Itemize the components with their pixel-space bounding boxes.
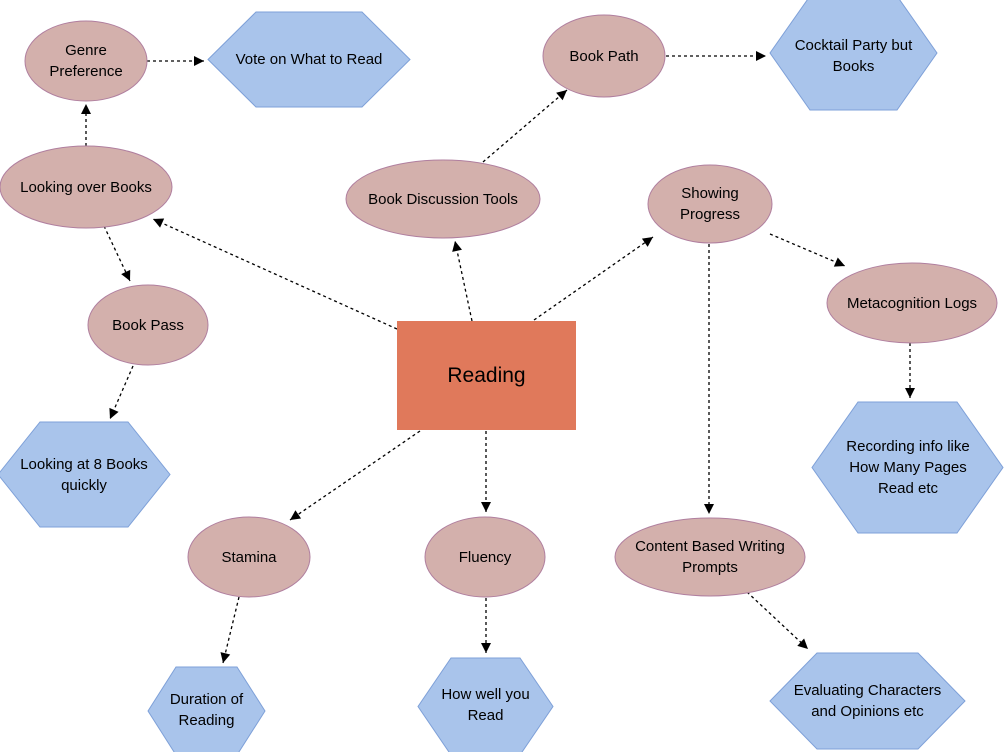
node-book-path[interactable] (542, 14, 666, 98)
node-looking-at-8-books-quickly[interactable] (0, 421, 171, 528)
node-metacognition-logs[interactable] (826, 262, 998, 344)
edge-book-pass-to-looking-at-8-books[interactable] (109, 365, 134, 420)
node-content-based-writing-prompts[interactable] (614, 517, 806, 597)
edge-content-prompts-to-evaluating[interactable] (746, 591, 809, 650)
node-reading[interactable] (397, 321, 576, 430)
node-looking-over-books[interactable] (0, 145, 173, 229)
node-book-discussion-tools[interactable] (345, 159, 541, 239)
node-showing-progress[interactable] (647, 164, 773, 244)
node-how-well-you-read[interactable] (417, 657, 554, 752)
node-recording-info[interactable] (811, 401, 1004, 534)
edge-showing-progress-to-metacognition-logs[interactable] (769, 233, 846, 267)
node-vote-on-what-to-read[interactable] (207, 11, 411, 108)
edge-stamina-to-duration[interactable] (220, 596, 240, 664)
edge-reading-to-looking-over-books[interactable] (152, 218, 398, 330)
node-genre-preference[interactable] (24, 20, 148, 102)
node-fluency[interactable] (424, 516, 546, 598)
edge-looking-over-books-to-book-pass[interactable] (103, 225, 131, 282)
edge-reading-to-stamina[interactable] (289, 430, 421, 521)
node-duration-of-reading[interactable] (147, 666, 266, 752)
node-evaluating-characters[interactable] (769, 652, 966, 750)
edge-reading-to-showing-progress[interactable] (533, 236, 654, 321)
node-cocktail-party-but-books[interactable] (769, 0, 938, 111)
node-stamina[interactable] (187, 516, 311, 598)
topic-nodes (0, 14, 998, 598)
edges (81, 51, 915, 664)
edge-book-discussion-tools-to-book-path[interactable] (482, 89, 568, 163)
edge-reading-to-book-discussion-tools[interactable] (452, 240, 473, 322)
node-book-pass[interactable] (87, 284, 209, 366)
